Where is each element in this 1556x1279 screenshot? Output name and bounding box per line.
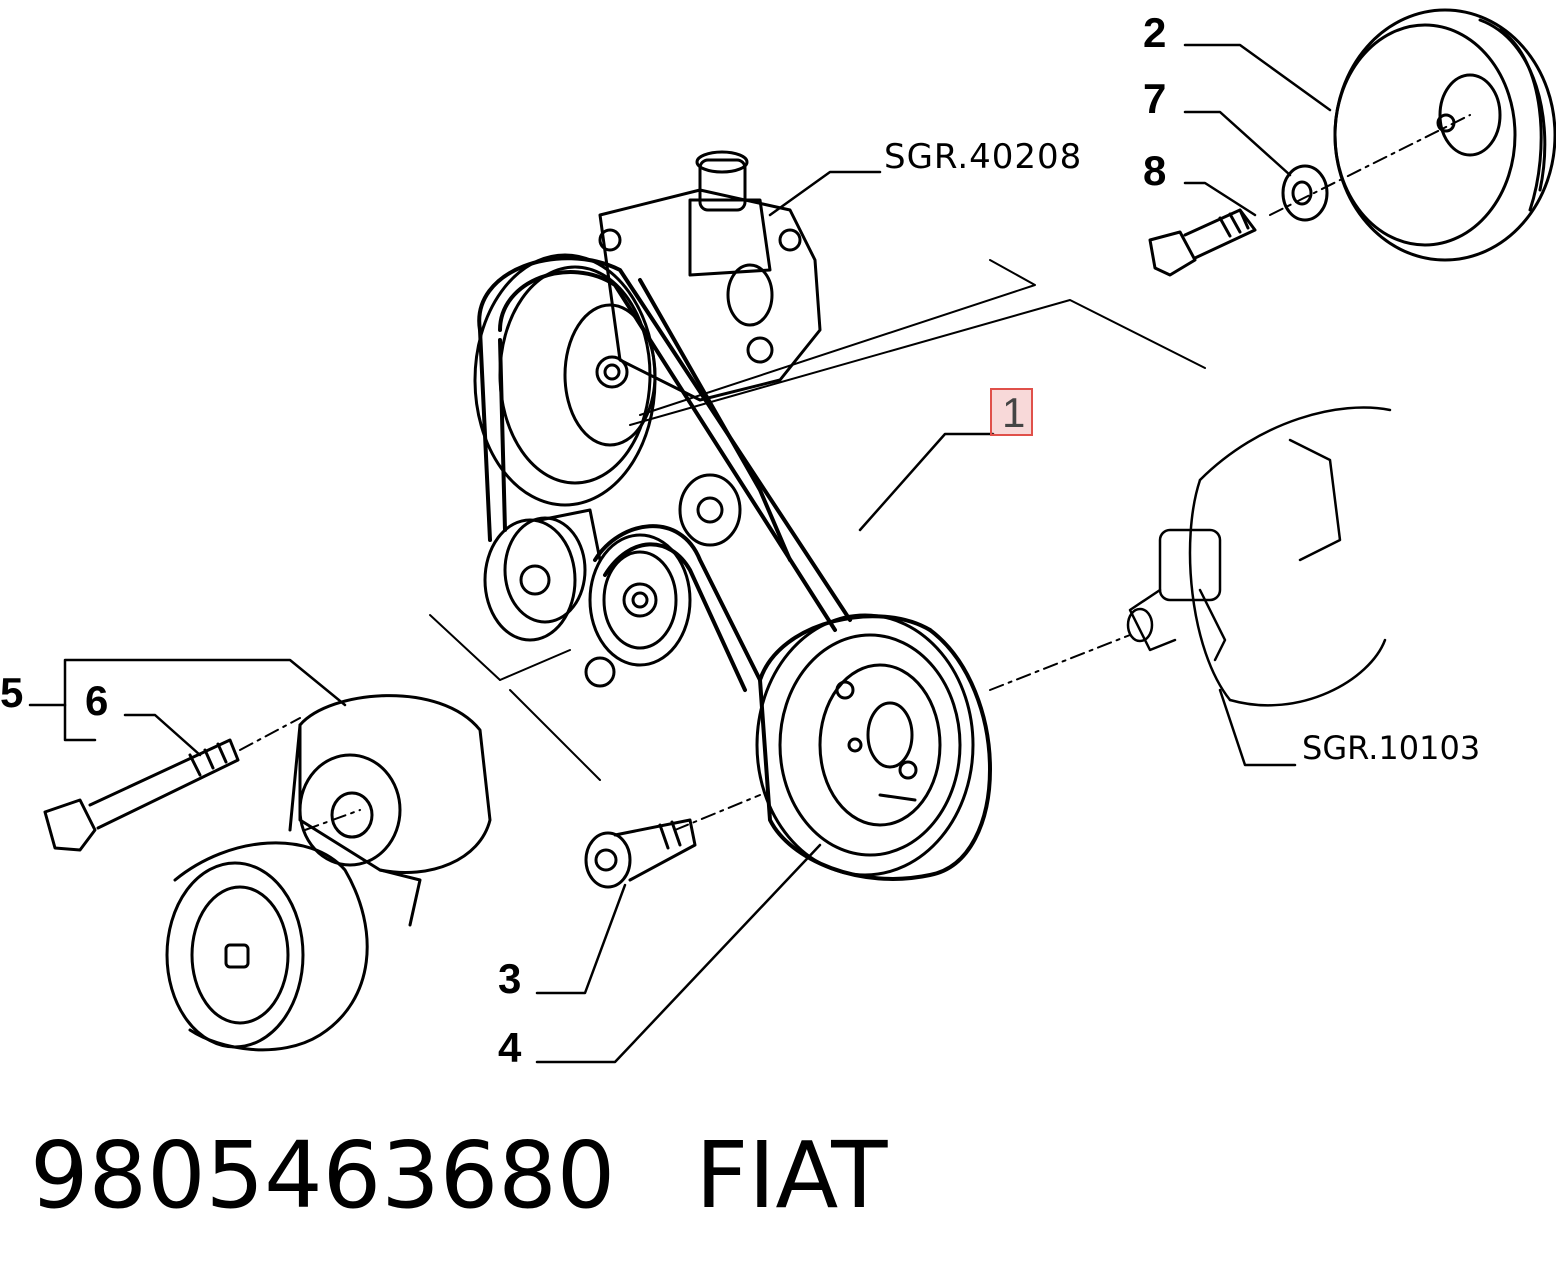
footer: 9805463680 FIAT (30, 1122, 887, 1229)
callout-7: 7 (1143, 75, 1167, 122)
callout-5: 5 (0, 669, 24, 716)
washer (1281, 164, 1329, 222)
reference-label-power-steering: SGR.40208 (884, 137, 1083, 177)
reference-label-crankshaft: SGR.10103 (1302, 729, 1481, 767)
guide-lines (429, 259, 1206, 781)
brand-name: FIAT (695, 1122, 888, 1229)
leader-lines (28, 43, 1332, 1064)
power-steering-pulley-part (1333, 8, 1556, 262)
construction-lines (239, 114, 1471, 831)
callout-3: 3 (498, 955, 522, 1002)
callout-4: 4 (498, 1024, 522, 1071)
power-steering-pump (598, 150, 822, 402)
crank-bolt (584, 818, 697, 889)
crankshaft-pulley (755, 613, 975, 877)
tensioner-bolt (43, 738, 240, 852)
belt-tensioner-assembly (165, 694, 492, 1052)
callout-8: 8 (1143, 147, 1167, 194)
belt-upper-run (477, 256, 852, 632)
crankshaft (1126, 406, 1392, 707)
callout-6: 6 (85, 677, 109, 724)
part-number: 9805463680 (30, 1122, 616, 1229)
idler-pulley (483, 508, 602, 642)
callout-1-highlighted: 1 (990, 388, 1034, 436)
steering-pump-pulley (473, 253, 657, 507)
tensioner-pulley (584, 473, 742, 688)
callout-2: 2 (1143, 9, 1167, 56)
pulley-bolt (1148, 208, 1257, 277)
